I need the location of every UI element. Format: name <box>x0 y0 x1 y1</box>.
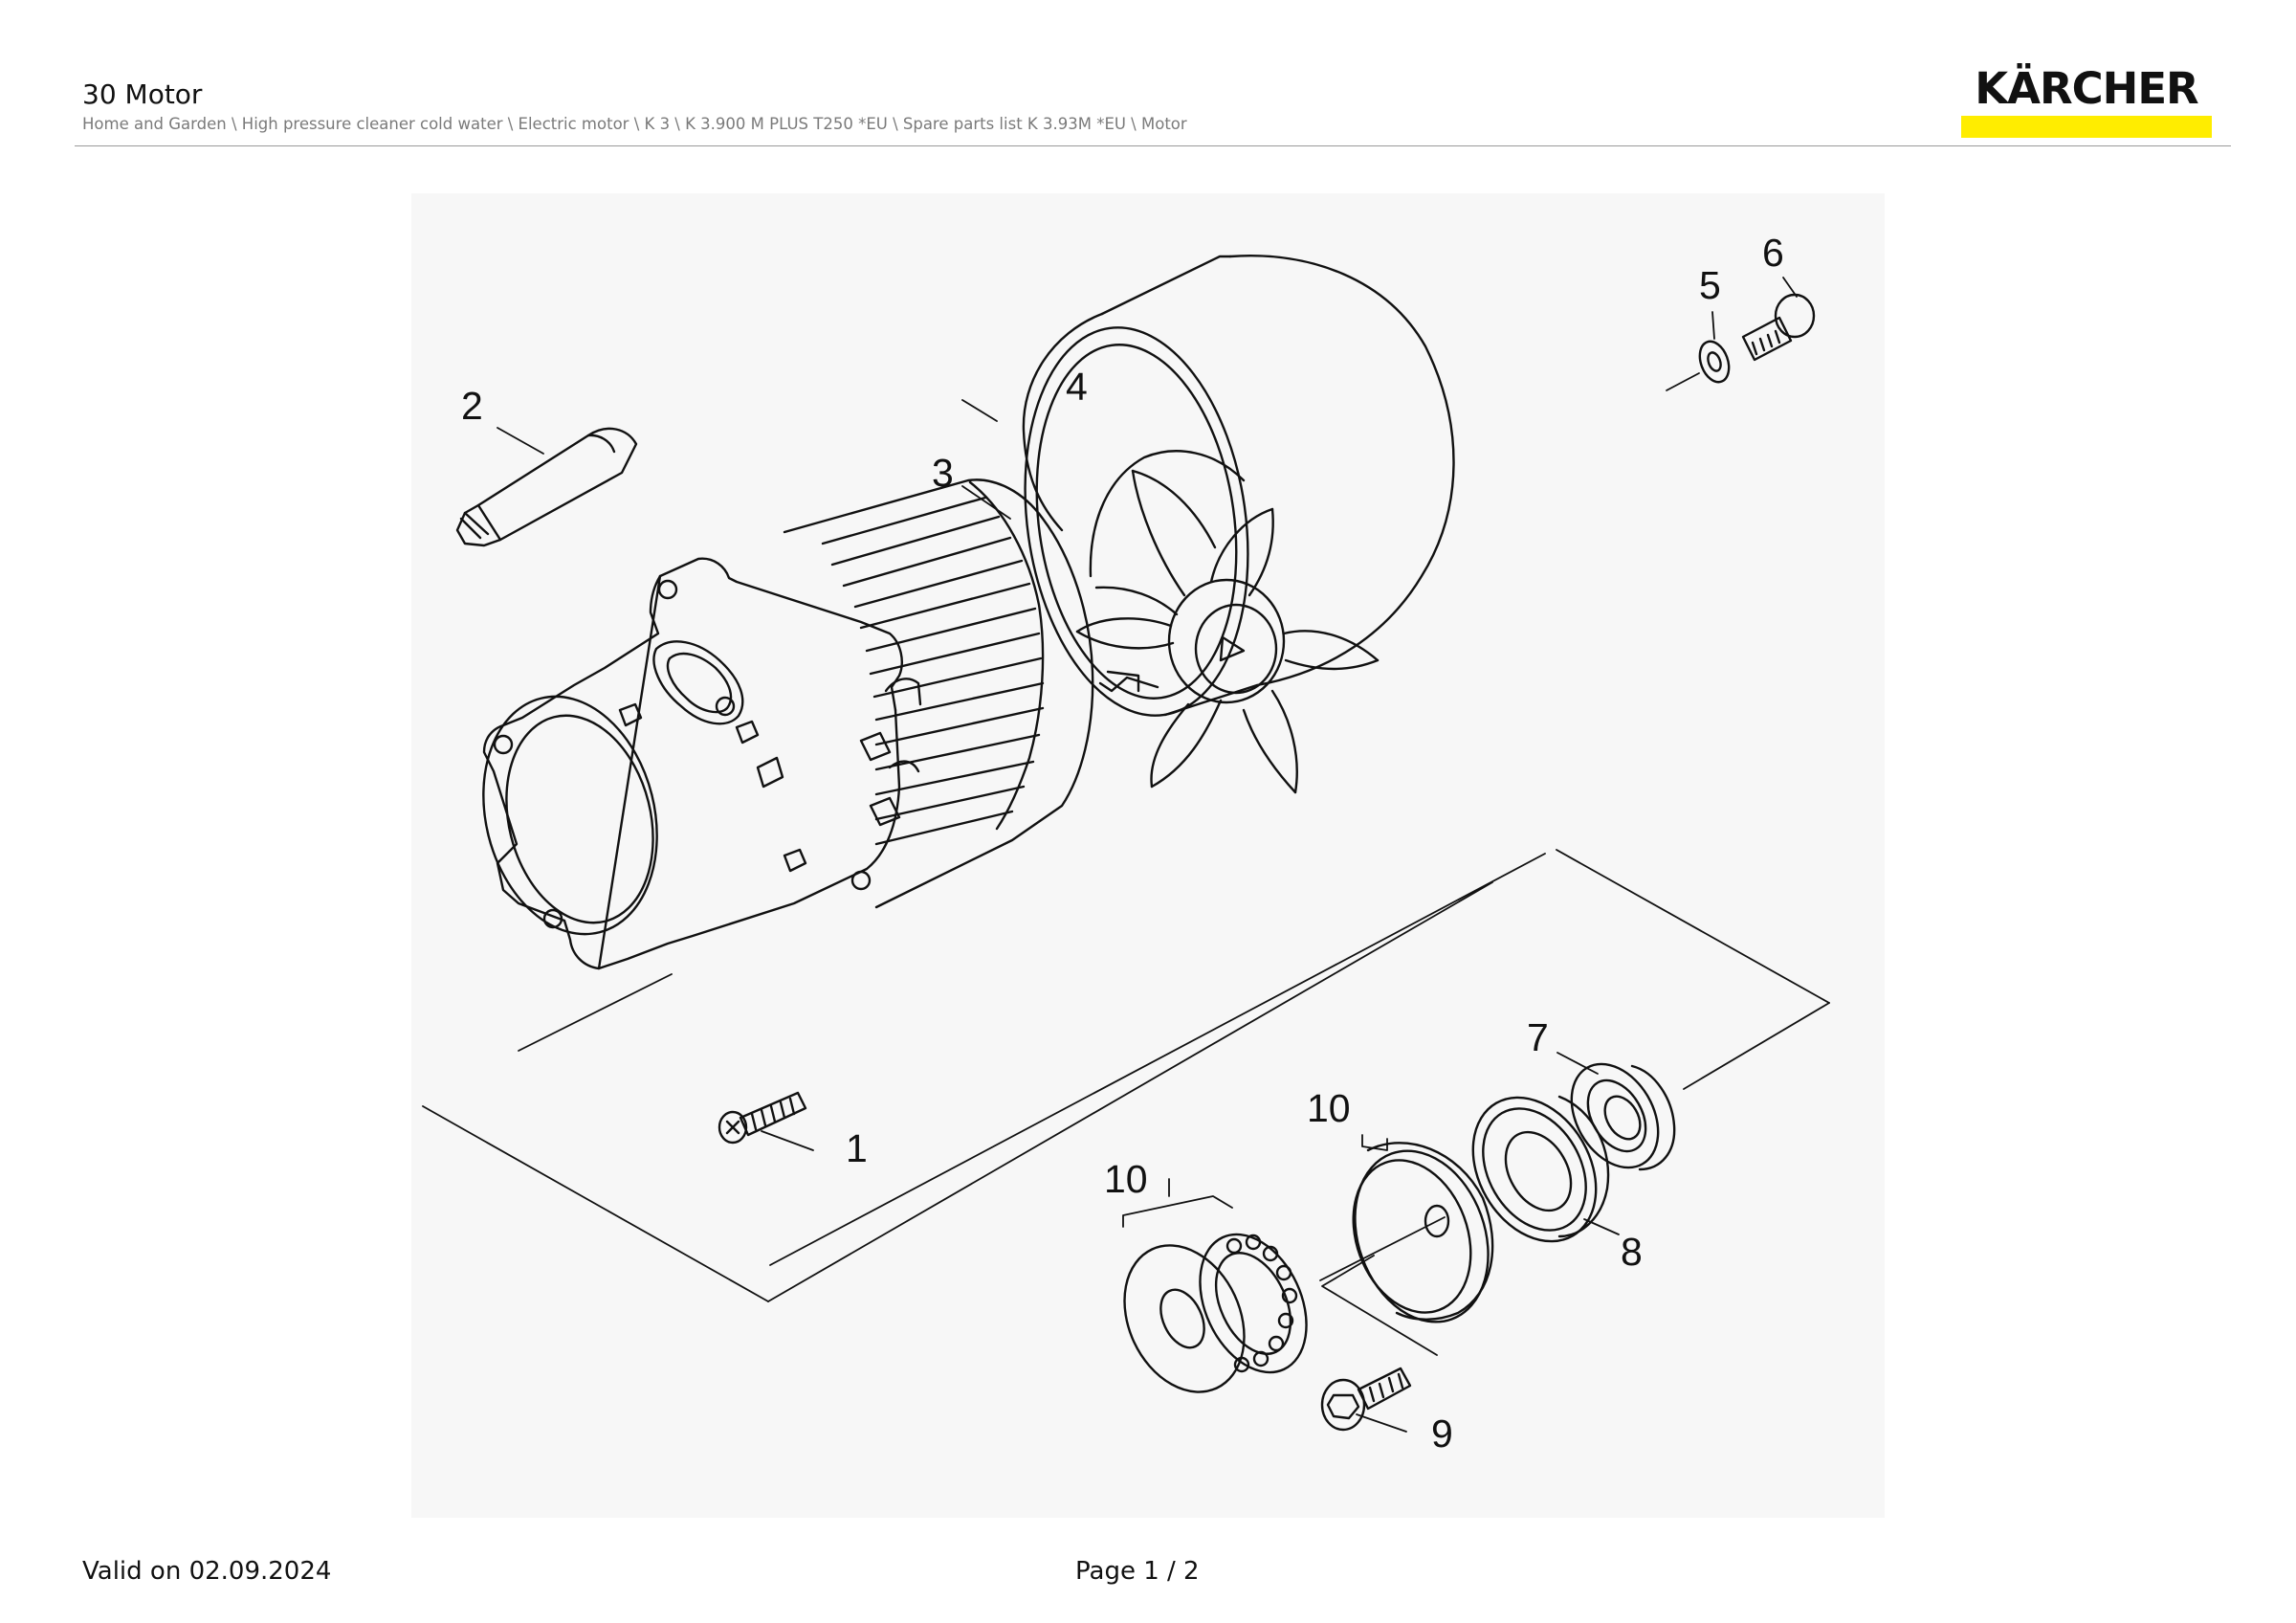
part-6-bolt <box>1741 277 1816 362</box>
callout-3: 3 <box>932 451 954 495</box>
callout-6: 6 <box>1762 231 1784 275</box>
page-title: 30 Motor <box>82 78 203 110</box>
callout-8: 8 <box>1621 1230 1643 1274</box>
plane-edge <box>1556 849 1830 1004</box>
callout-9: 9 <box>1431 1412 1453 1456</box>
callout-2: 2 <box>461 384 483 428</box>
part-3-fan-impeller <box>961 450 1380 794</box>
part-9-flange-screw <box>1320 1367 1412 1433</box>
part-1-screw <box>718 1091 814 1151</box>
motor-stator <box>783 478 1094 909</box>
callout-4: 4 <box>1066 365 1088 409</box>
motor-end-housing <box>482 557 922 1052</box>
part-5-washer <box>1666 311 1731 391</box>
page-number: Page 1 / 2 <box>1075 1557 1200 1586</box>
plane-edge <box>1683 1002 1830 1090</box>
part-8-ball-bearing <box>1471 1095 1620 1243</box>
logo-wordmark: KÄRCHER <box>1975 63 2198 114</box>
logo-yellow-bar <box>1961 116 2212 138</box>
part-10-bearing-housing <box>1319 1134 1494 1356</box>
diagram-background <box>411 193 1885 1518</box>
callout-5: 5 <box>1699 263 1721 307</box>
part-4-fan-cover <box>961 255 1455 717</box>
karcher-logo: KÄRCHER <box>1961 63 2212 138</box>
diagram-svg: 1 2 3 4 5 6 7 8 9 10 10 <box>411 193 1885 1518</box>
callout-7: 7 <box>1527 1015 1549 1059</box>
part-7-shaft-seal <box>1556 1052 1676 1171</box>
callout-1: 1 <box>846 1126 868 1170</box>
header-divider <box>75 145 2231 146</box>
callout-10-lower: 10 <box>1104 1157 1148 1201</box>
callout-10-upper: 10 <box>1307 1086 1351 1130</box>
plane-edge <box>422 1105 769 1302</box>
part-2-grease-tube <box>455 427 638 547</box>
part-10-thrust-bearing <box>1122 1178 1308 1393</box>
valid-date: Valid on 02.09.2024 <box>82 1557 332 1586</box>
exploded-parts-diagram: 1 2 3 4 5 6 7 8 9 10 10 <box>411 193 1885 1518</box>
plane-edge <box>767 881 1493 1302</box>
breadcrumb[interactable]: Home and Garden \ High pressure cleaner … <box>82 115 1187 133</box>
plane-edge <box>769 853 1546 1266</box>
